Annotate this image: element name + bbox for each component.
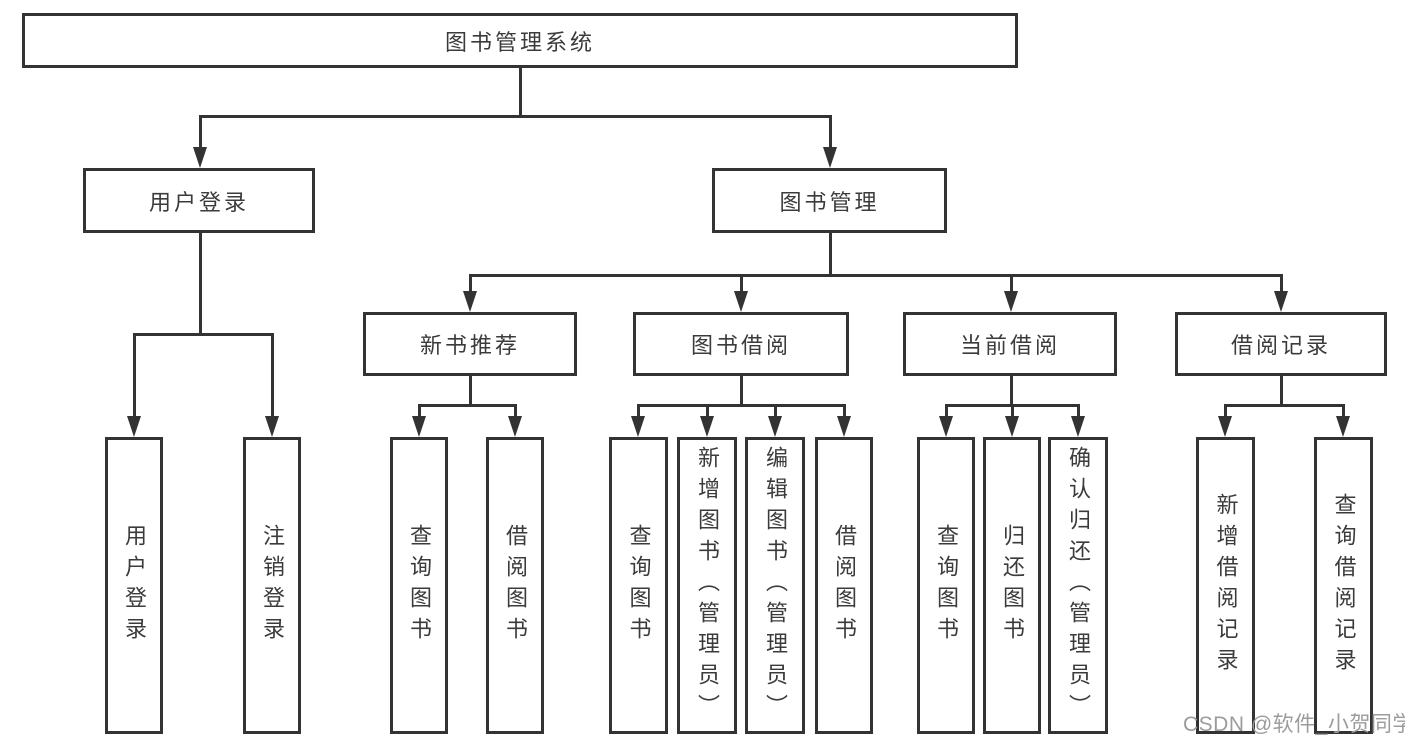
leaf-label: 查询图书 xyxy=(626,523,652,648)
leaf-edit-book-admin: 编辑图书（管理员） xyxy=(745,437,805,734)
connector-arrowhead xyxy=(700,416,714,437)
connector-line xyxy=(637,404,846,407)
connector-line xyxy=(514,404,517,418)
connector-arrowhead xyxy=(1071,416,1085,437)
connector-line xyxy=(418,404,421,418)
connector-line xyxy=(945,404,948,418)
node-library-management-system: 图书管理系统 xyxy=(22,13,1018,68)
connector-line xyxy=(637,404,640,418)
connector-arrowhead xyxy=(939,416,953,437)
connector-arrowhead xyxy=(1004,291,1018,312)
connector-arrowhead xyxy=(127,416,141,437)
node-book-management: 图书管理 xyxy=(712,168,947,233)
leaf-label: 借阅图书 xyxy=(503,523,528,648)
node-label: 新书推荐 xyxy=(419,333,520,358)
connector-line xyxy=(1280,274,1283,293)
leaf-label: 查询图书 xyxy=(934,523,959,648)
connector-arrowhead xyxy=(631,416,645,437)
connector-line xyxy=(740,274,743,293)
connector-arrowhead xyxy=(1336,416,1350,437)
connector-line xyxy=(829,115,832,148)
connector-line xyxy=(1011,404,1014,418)
leaf-borrow-books-newrec: 借阅图书 xyxy=(486,437,544,734)
leaf-query-books-current: 查询图书 xyxy=(917,437,975,734)
node-label: 借阅记录 xyxy=(1230,333,1331,358)
watermark-csdn: CSDN @软件_小贺同学 xyxy=(1183,713,1405,736)
leaf-label: 查询图书 xyxy=(407,523,432,648)
connector-arrowhead xyxy=(265,416,279,437)
leaf-confirm-return-admin: 确认归还（管理员） xyxy=(1048,437,1108,734)
leaf-label: 归还图书 xyxy=(1000,523,1025,648)
leaf-query-books-newrec: 查询图书 xyxy=(390,437,448,734)
connector-line xyxy=(706,404,709,418)
node-label: 图书管理系统 xyxy=(444,29,595,55)
connector-line xyxy=(1224,404,1227,418)
leaf-logout: 注销登录 xyxy=(243,437,301,734)
leaf-borrow-books-borrowing: 借阅图书 xyxy=(815,437,873,734)
connector-line xyxy=(1010,376,1013,407)
node-current-borrowing: 当前借阅 xyxy=(903,312,1117,376)
connector-line xyxy=(199,115,831,118)
connector-line xyxy=(740,376,743,407)
node-borrowing-records: 借阅记录 xyxy=(1175,312,1387,376)
node-book-borrowing: 图书借阅 xyxy=(633,312,849,376)
leaf-add-borrow-record: 新增借阅记录 xyxy=(1196,437,1255,734)
leaf-add-book-admin: 新增图书（管理员） xyxy=(677,437,737,734)
node-label: 当前借阅 xyxy=(959,333,1060,358)
connector-arrowhead xyxy=(1005,416,1019,437)
connector-line xyxy=(469,376,472,407)
leaf-label: 查询借阅记录 xyxy=(1331,492,1357,679)
connector-line xyxy=(199,115,202,148)
node-new-book-recommendation: 新书推荐 xyxy=(363,312,577,376)
connector-arrowhead xyxy=(508,416,522,437)
leaf-query-borrow-record: 查询借阅记录 xyxy=(1314,437,1373,734)
node-user-login: 用户登录 xyxy=(83,168,315,233)
leaf-query-books-borrowing: 查询图书 xyxy=(609,437,668,734)
connector-line xyxy=(199,233,202,336)
leaf-label: 确认归还（管理员） xyxy=(1066,446,1091,725)
connector-line xyxy=(1077,404,1080,418)
node-label: 用户登录 xyxy=(148,189,249,215)
leaf-label: 新增图书（管理员） xyxy=(695,446,720,725)
connector-line xyxy=(469,274,1283,277)
leaf-label: 新增借阅记录 xyxy=(1213,492,1239,679)
connector-arrowhead xyxy=(768,416,782,437)
connector-arrowhead xyxy=(1218,416,1232,437)
connector-line xyxy=(418,404,517,407)
leaf-label: 编辑图书（管理员） xyxy=(763,446,788,725)
connector-line xyxy=(133,333,136,418)
connector-line xyxy=(519,68,522,118)
node-label: 图书管理 xyxy=(779,189,880,215)
connector-line xyxy=(133,333,274,336)
connector-arrowhead xyxy=(412,416,426,437)
leaf-label: 借阅图书 xyxy=(832,523,857,648)
connector-line xyxy=(1342,404,1345,418)
connector-line xyxy=(469,274,472,293)
leaf-user-login: 用户登录 xyxy=(105,437,163,734)
connector-line xyxy=(271,333,274,418)
connector-arrowhead xyxy=(193,147,207,168)
connector-line xyxy=(774,404,777,418)
connector-arrowhead xyxy=(823,147,837,168)
connector-arrowhead xyxy=(837,416,851,437)
connector-line xyxy=(843,404,846,418)
connector-arrowhead xyxy=(1274,291,1288,312)
connector-arrowhead xyxy=(734,291,748,312)
leaf-label: 注销登录 xyxy=(260,523,285,648)
node-label: 图书借阅 xyxy=(690,333,791,358)
connector-line xyxy=(829,233,832,277)
connector-line xyxy=(1280,376,1283,407)
connector-arrowhead xyxy=(463,291,477,312)
connector-line xyxy=(1224,404,1345,407)
connector-line xyxy=(1010,274,1013,293)
leaf-return-books: 归还图书 xyxy=(983,437,1041,734)
leaf-label: 用户登录 xyxy=(122,523,147,648)
